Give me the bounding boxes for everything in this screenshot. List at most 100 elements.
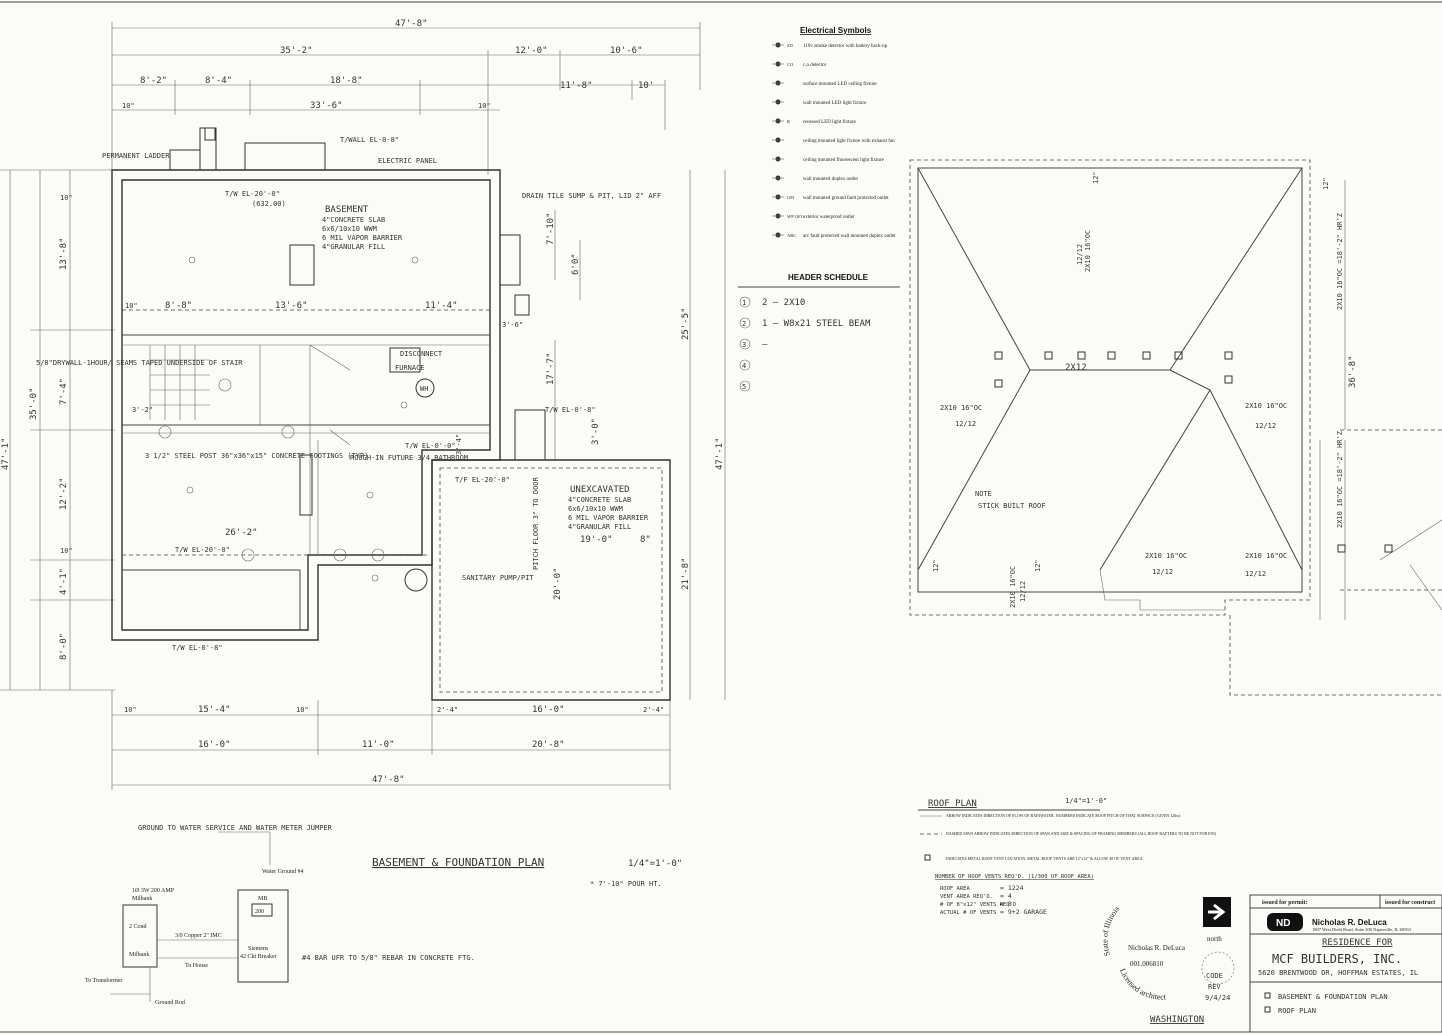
drain-tile-label: DRAIN TILE SUMP & PIT, LID 2" AFF: [522, 192, 661, 200]
sheet-item-1: BASEMENT & FOUNDATION PLAN: [1278, 993, 1388, 1001]
top-dimension-lines: 47'-8" 35'-2" 12'-0" 10'-6" 8'-2" 8'-4" …: [111, 19, 701, 175]
dim-left-10in-a: 10": [60, 194, 73, 202]
meter-box-make: Milbank: [129, 952, 149, 958]
header-tag-circle: [739, 380, 751, 392]
pitch-floor-label: PITCH FLOOR 3" TO DOOR: [532, 476, 540, 570]
roof-plan: 2X12 2X10 16"OC 12/12 2X10 16"OC 12/12 2…: [909, 159, 1442, 696]
washington-label: WASHINGTON: [1150, 1015, 1204, 1025]
stamp-number: 001.006810: [1130, 960, 1164, 968]
basement-label: BASEMENT: [325, 205, 369, 215]
dim-3-2: 3'-2": [132, 406, 153, 414]
rough-in-note: ROUGH-IN FUTURE 3/4 BATHROOM: [350, 454, 468, 462]
code-review-stamp: CODE REV 9/4/24: [1201, 951, 1235, 1002]
roof-plan-legend: ROOF PLAN 1/4"=1'-0" ARROW INDICATES DIR…: [918, 797, 1217, 916]
dim-26-2: 26'-2": [225, 528, 258, 538]
basement-plan-title: BASEMENT & FOUNDATION PLAN: [372, 856, 544, 869]
dim-left-35-0: 35'-0": [29, 387, 39, 420]
electrical-symbol-desc: 110v smoke detector with battery back-up: [803, 44, 888, 49]
roof-vent-icon: [1337, 544, 1346, 553]
dim-bottom-20-8: 20'-8": [532, 740, 565, 750]
sanitary-label: SANITARY PUMP/PIT: [462, 574, 534, 582]
roof-span-5: 2X10 16"OC: [1245, 552, 1287, 560]
roof-overhang-4: 12": [1034, 559, 1042, 572]
header-tag-circle: [739, 296, 751, 308]
unexcavated-note-1: 4"CONCRETE SLAB: [568, 496, 631, 504]
drywall-note: 5/8"DRYWALL-1HOUR/ SEAMS TAPED UNDERSIDE…: [36, 359, 243, 367]
roof-dim-36-8: 36'-8": [1348, 355, 1358, 388]
bottom-dimension-lines: 10" 15'-4" 10" 2'-4" 16'-0" 2'-4" 16'-0"…: [111, 690, 671, 790]
code-stamp-line-3: 9/4/24: [1205, 994, 1230, 1002]
electrical-symbol-desc: ceiling mounted fluorescent light fixtur…: [803, 158, 885, 163]
dim-bottom-16-0a: 16'-0": [532, 705, 565, 715]
tw-mid-label: T/W EL-0'-0": [405, 442, 456, 450]
dim-left-8-0: 8'-0": [59, 633, 69, 660]
dim-8-8: 8'-8": [165, 301, 192, 311]
dim-top-10-6: 10'-6": [610, 46, 643, 56]
electrical-symbol-desc: ceiling mounted light fixture with exhau…: [803, 139, 895, 144]
dim-top-8-2: 8'-2": [140, 76, 167, 86]
panel-mb: MB: [258, 896, 267, 902]
header-tag-circle: [739, 317, 751, 329]
electrical-symbol-desc: arc fault protected wall mounted duplex …: [803, 234, 896, 239]
dim-right-17-7: 17'-7": [546, 352, 556, 385]
tf-el-label: T/F EL-20'-0": [455, 476, 510, 484]
electrical-symbol-desc: wall mounted LED light fixture: [803, 101, 867, 106]
electrical-symbol-desc: exterior waterproof outlet: [803, 215, 855, 220]
dim-left-10in-b: 10": [60, 547, 73, 555]
stamp-ring-bottom: Licensed architect: [1118, 967, 1167, 1001]
header-row-text: 2 — 2X10: [762, 298, 805, 308]
vent-calc-label: VENT AREA REQ'D.: [940, 894, 993, 900]
dim-bottom-2-4a: 2'-4": [437, 706, 458, 714]
vent-calc-value: = 1224: [1000, 884, 1024, 892]
dim-3-6: 3'-6": [502, 321, 523, 329]
electrical-symbol-desc: surface mounted LED ceiling fixture: [803, 82, 877, 87]
dim-top-35: 35'-2": [280, 46, 313, 56]
ground-rod-label: Ground Rod: [155, 1000, 185, 1006]
vent-calc-label: ROOF AREA: [940, 886, 970, 892]
roof-pitch-3: 12/12: [1076, 244, 1084, 265]
dim-top-10in-a: 10": [122, 102, 135, 110]
dim-right-3-4: 3'-4": [455, 434, 463, 455]
code-stamp-line-2: REV: [1208, 983, 1221, 991]
meter-box: [122, 904, 158, 968]
tw-top-label: T/W EL-20'-0": [225, 190, 280, 198]
unexcavated-note-4: 4"GRANULAR FILL: [568, 523, 631, 531]
dim-left-4-1: 4'-1": [59, 568, 69, 595]
electric-panel-label: ELECTRIC PANEL: [378, 157, 437, 165]
meter-rating: 1Ø 3W 200 AMP: [132, 888, 175, 894]
electrical-symbol-code: SD: [787, 43, 794, 48]
dim-8in: 8": [640, 535, 651, 545]
roof-note-text: STICK BUILT ROOF: [978, 502, 1045, 510]
panel-amps: 200: [255, 909, 264, 915]
vent-calc-label: ACTUAL # OF VENTS: [940, 910, 996, 916]
left-dimension-lines: 47'-1" 35'-0" 13'-8" 7'-4" 12'-2" 4'-1" …: [0, 169, 115, 691]
roof-dim-span-a: 2X10 16"OC =18'-2" HR'Z: [1336, 213, 1344, 310]
ground-note-1: GROUND TO WATER SERVICE AND WATER METER …: [138, 824, 333, 832]
header-row-text: —: [762, 340, 768, 350]
dim-top-overall: 47'-8": [395, 19, 428, 29]
header-tag-number: 4: [742, 362, 746, 370]
main-panel-box: [237, 889, 289, 983]
panel-make: Siemens: [248, 946, 269, 952]
roof-span-2: 2X10 16"OC: [1245, 402, 1287, 410]
basement-note-3: 6 MIL VAPOR BARRIER: [322, 234, 403, 242]
water-heater-label: WH: [420, 385, 428, 393]
roof-ridge-label: 2X12: [1065, 363, 1087, 373]
electrical-symbol-code: WP GFI: [787, 214, 802, 219]
roof-vent-markers: [994, 351, 1393, 553]
electrical-symbol-desc: c.o.detector: [803, 63, 827, 68]
dim-bottom-15-4: 15'-4": [198, 705, 231, 715]
issued-construction-label: issued for construct: [1385, 900, 1435, 906]
electrical-symbol-desc: wall mounted ground fault protected outl…: [803, 196, 889, 201]
roof-legend-title: ROOF PLAN: [928, 799, 977, 809]
roof-pitch-6: 12/12: [1019, 581, 1027, 602]
roof-note-title: NOTE: [975, 490, 992, 498]
client-name: MCF BUILDERS, INC.: [1272, 952, 1402, 966]
unexcavated-note-2: 6x6/10x10 WWM: [568, 505, 623, 513]
to-house-label: To House: [185, 963, 208, 969]
roof-vent-icon: [994, 351, 1003, 360]
disconnect-label: DISCONNECT: [400, 350, 443, 358]
firm-address: 1807 West Diehl Road, Suite 200 Napervil…: [1312, 927, 1412, 933]
roof-vent-icon: [1174, 351, 1183, 360]
